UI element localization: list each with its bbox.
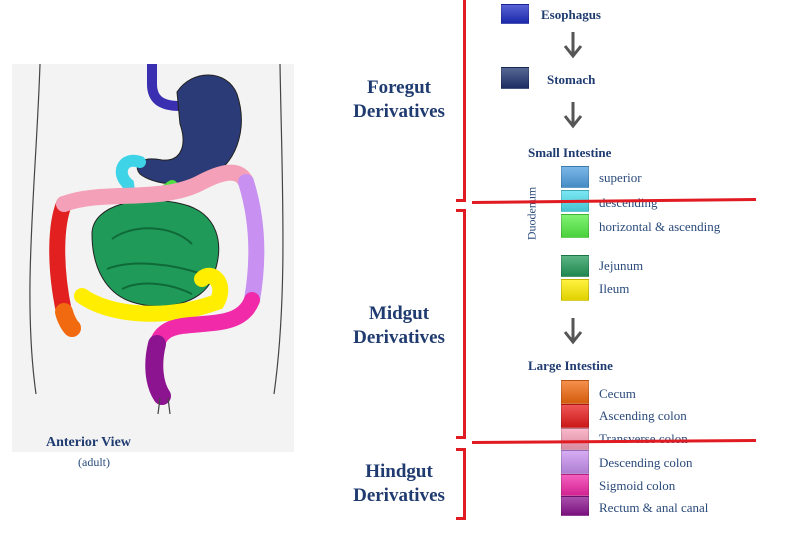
midgut-title: Midgut Derivatives [353,303,445,348]
large-intestine-title: Large Intestine [528,358,613,373]
superior-swatch [561,166,589,188]
illustration-subcaption: (adult) [78,455,110,469]
foregut-title: Foregut Derivatives [353,77,445,122]
duodenum-label: Duodenum [524,186,539,241]
hindgut-brace [456,448,466,520]
superior-label: superior [599,170,642,185]
horizontal-ascending-swatch [561,214,589,238]
esophagus-swatch [501,4,529,24]
arrow-down-icon [563,318,583,345]
descending-colon-label: Descending colon [599,455,693,470]
jejunum-swatch [561,255,589,277]
ascending-colon-swatch [561,404,589,428]
arrow-down-icon [563,32,583,59]
midgut-brace [456,209,466,439]
transverse-colon-swatch [561,428,589,450]
sigmoid-colon-swatch [561,474,589,496]
rectum-anal-canal-swatch [561,496,589,516]
small-intestine-title: Small Intestine [528,145,612,160]
descending-label: descending [599,195,658,210]
illustration-caption: Anterior View [46,435,131,450]
digestive-tract-drawing [29,59,284,415]
jejunum-label: Jejunum [599,258,644,273]
cecum-swatch [561,380,589,404]
ascending-colon-label: Ascending colon [599,408,687,423]
ileum-swatch [561,279,589,301]
horizontal-ascending-label: horizontal & ascending [599,219,721,234]
descending-colon-swatch [561,450,589,474]
foregut-brace [456,0,466,202]
sigmoid-colon-label: Sigmoid colon [599,478,676,493]
stomach-label: Stomach [547,72,596,87]
stomach-swatch [501,67,529,89]
ileum-label: Ileum [599,281,630,296]
arrow-down-icon [563,102,583,129]
hindgut-title: Hindgut Derivatives [353,461,445,506]
rectum-anal-canal-label: Rectum & anal canal [599,500,709,515]
esophagus-label: Esophagus [541,7,601,22]
anatomy-illustration [12,59,294,452]
cecum-label: Cecum [599,386,636,401]
